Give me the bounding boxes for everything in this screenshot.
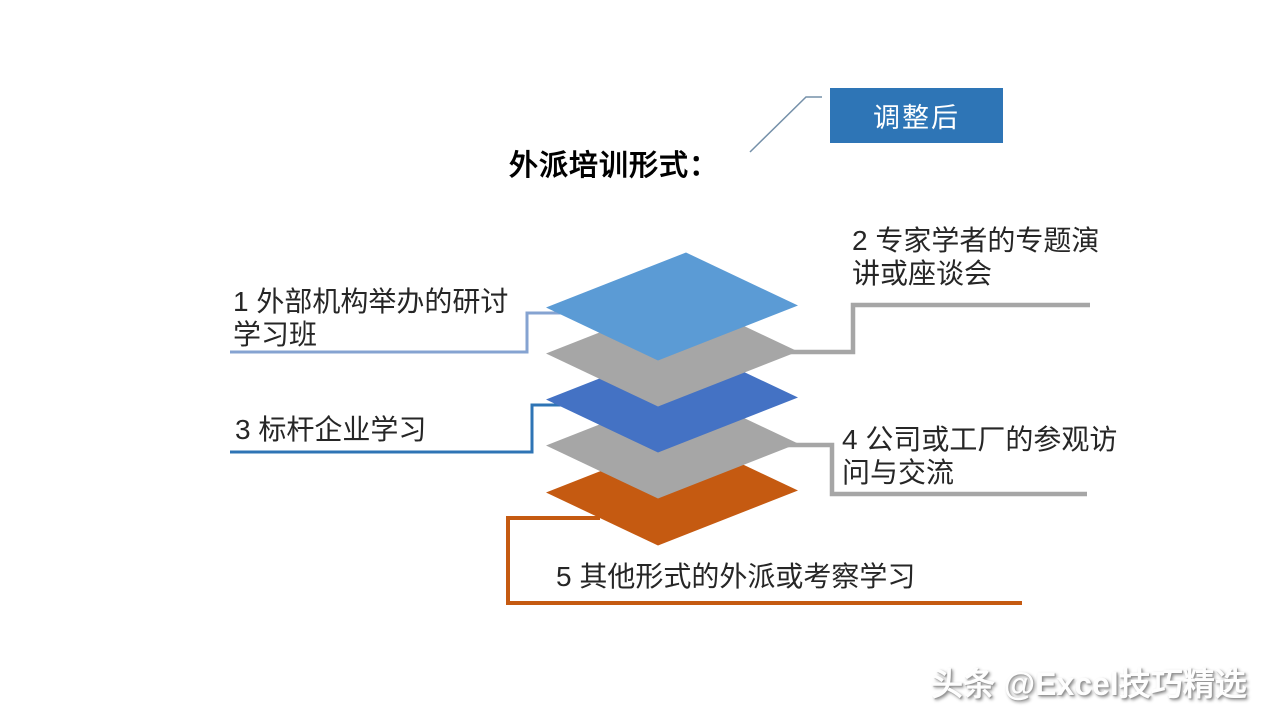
watermark: 头条 @Excel技巧精选 [931,666,1247,702]
item-label-5: 5 其他形式的外派或考察学习 [556,561,916,592]
adjusted-badge-label: 调整后 [873,103,960,133]
item-connector-2 [788,302,1090,355]
badge-leader-line [749,96,822,153]
slide-title: 外派培训形式： [509,150,720,182]
item-label-2: 2 专家学者的专题演 讲或座谈会 [852,225,1100,289]
adjusted-badge: 调整后 [830,88,1003,143]
item-label-3: 3 标杆企业学习 [235,414,427,445]
item-connector-1 [230,311,570,354]
item-label-4: 4 公司或工厂的参观访 问与交流 [842,424,1118,488]
item-connector-5 [506,516,1022,605]
layer-tile-1 [546,252,798,361]
item-label-1: 1 外部机构举办的研讨 学习班 [233,286,509,350]
item-connector-4 [788,442,1087,497]
item-connector-3 [230,403,570,454]
